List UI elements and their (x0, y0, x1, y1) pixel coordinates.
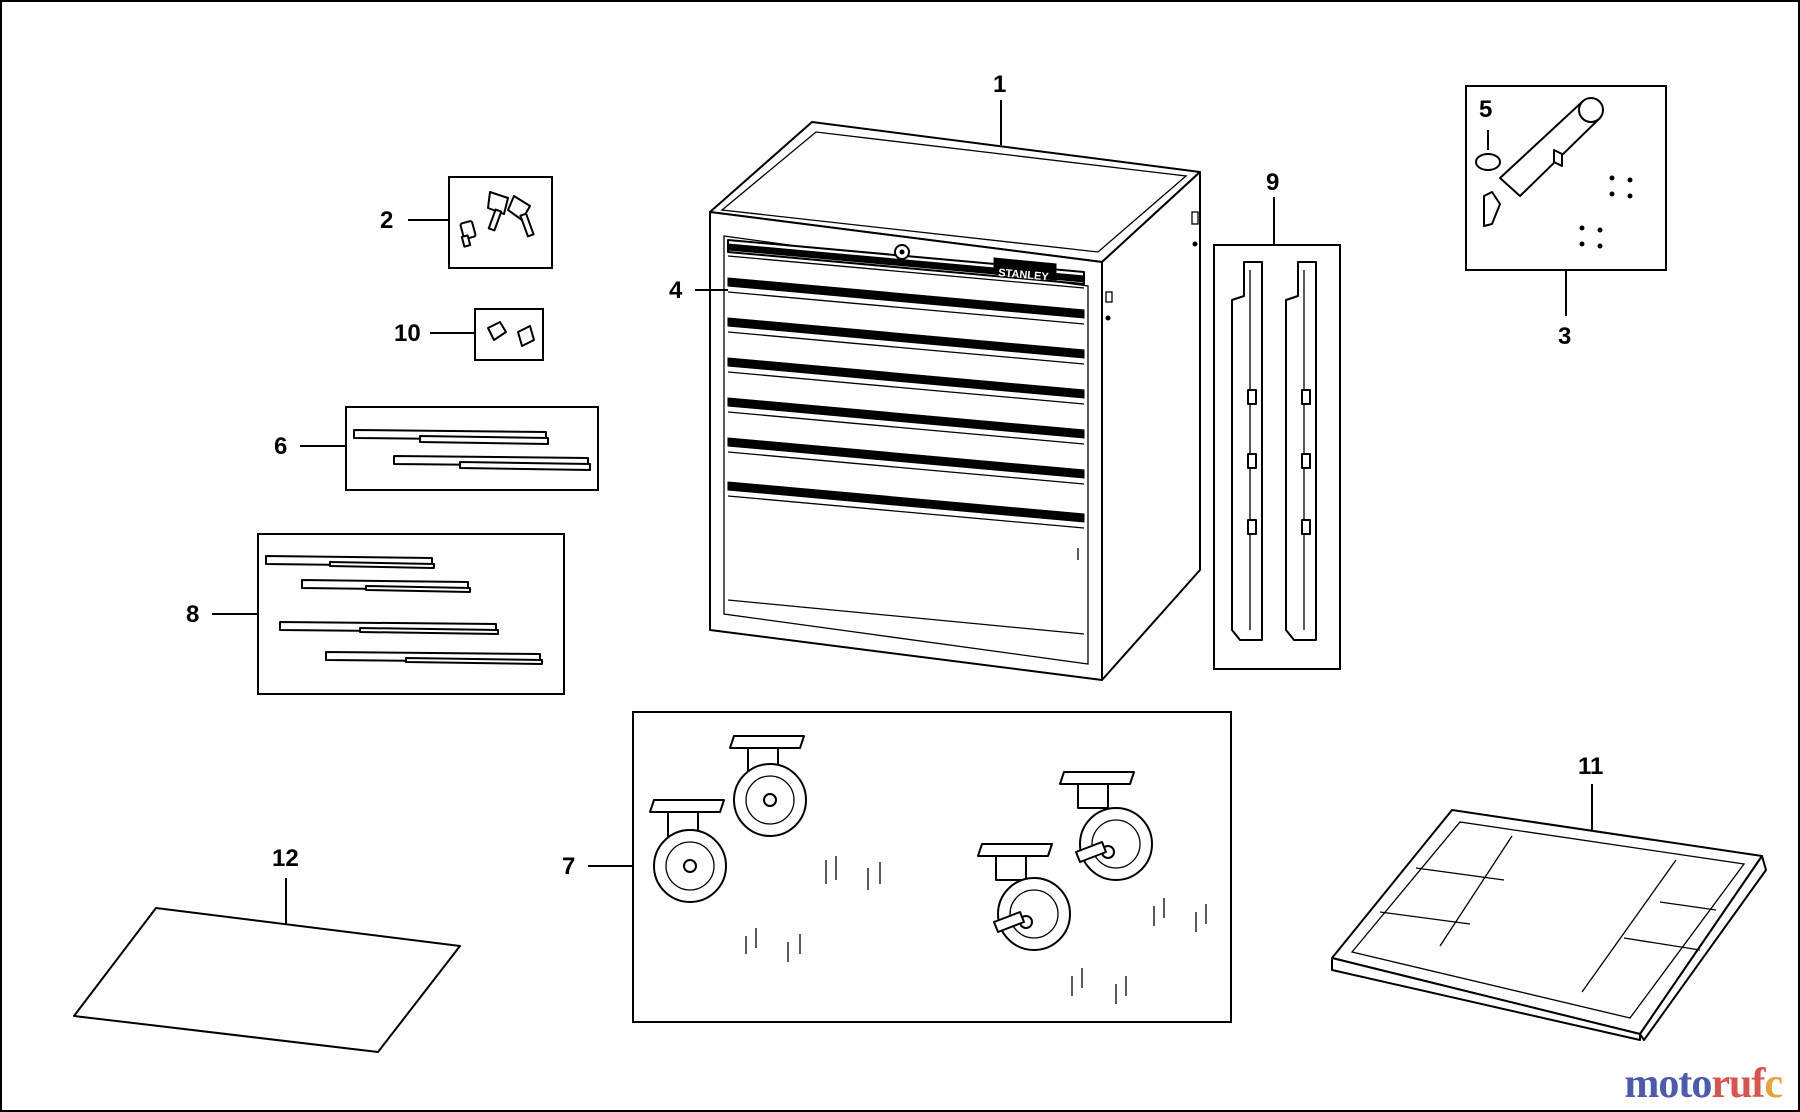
label-10: 10 (394, 320, 421, 347)
lock-cores-box (474, 308, 544, 361)
brand-plate: STANLEY (993, 257, 1057, 283)
end-cap-icon (1475, 153, 1501, 171)
tool-cabinet: STANLEY (709, 121, 1201, 681)
label-2: 2 (380, 207, 393, 234)
label-4: 4 (669, 277, 683, 304)
label-6: 6 (274, 433, 287, 460)
drawer-liner (73, 907, 461, 1053)
watermark-logo: motorufc (1624, 1061, 1783, 1107)
label-11: 11 (1578, 753, 1603, 780)
slides-6-box (345, 406, 599, 491)
handle-icon (1475, 97, 1633, 249)
label-3: 3 (1558, 323, 1571, 350)
label-1: 1 (993, 71, 1006, 98)
label-5: 5 (1479, 96, 1492, 123)
label-7: 7 (562, 853, 575, 880)
handle-box (1465, 85, 1667, 271)
drawer-slides-set (265, 555, 543, 665)
drawer-slides-pair (353, 429, 591, 471)
label-12: 12 (272, 845, 299, 872)
label-8: 8 (186, 601, 199, 628)
brand-plate-text: STANLEY (998, 267, 1050, 283)
lock-cores-icon (487, 321, 535, 347)
label-9: 9 (1266, 169, 1279, 196)
side-rails (1231, 261, 1317, 641)
keys-box (448, 176, 553, 269)
tool-tray (1331, 809, 1767, 1041)
side-rails-box (1213, 244, 1341, 670)
keys-icon (459, 191, 535, 248)
casters (649, 735, 1207, 1004)
